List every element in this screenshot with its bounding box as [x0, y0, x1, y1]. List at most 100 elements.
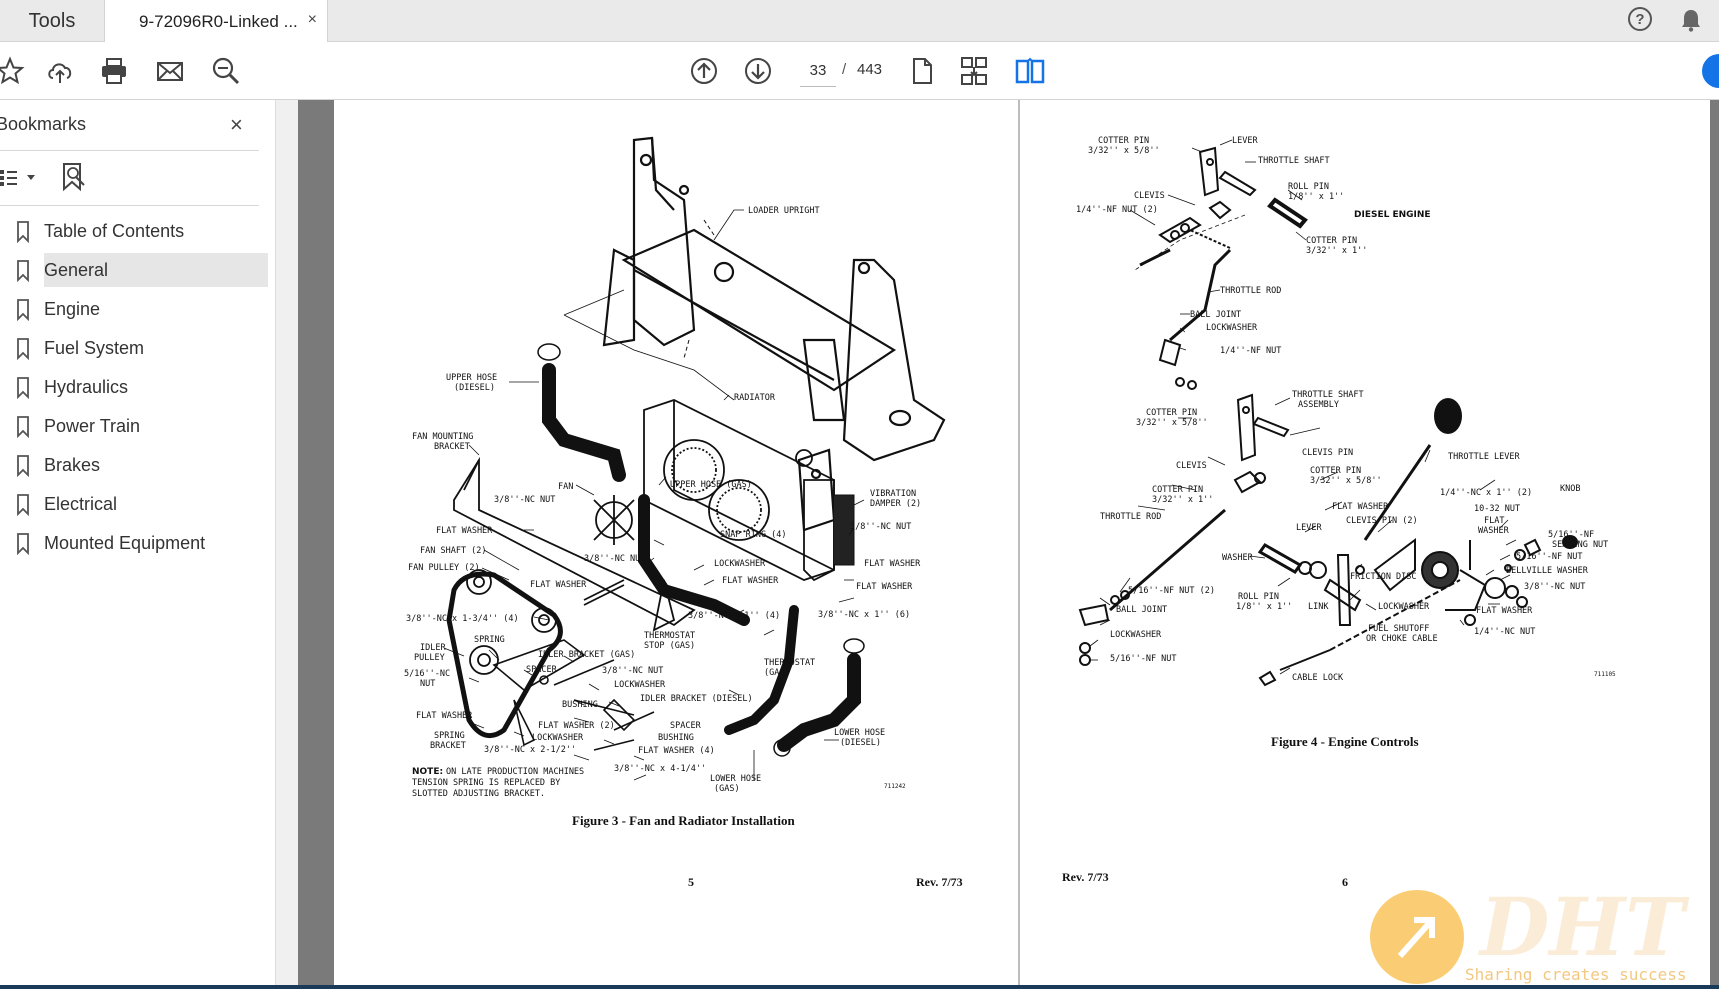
label: DAMPER (2) [870, 499, 921, 509]
label: 1/4''-NC x 1'' (2) [1440, 488, 1532, 498]
bookmark-label: Hydraulics [44, 377, 129, 397]
label: LOADER UPRIGHT [748, 206, 820, 216]
label: FLAT WASHER [1332, 502, 1389, 512]
print-icon[interactable] [98, 55, 130, 87]
knob-icon [1434, 398, 1462, 434]
label: 3/8''-NC NUT [850, 522, 911, 532]
label: FAN MOUNTING [412, 432, 473, 442]
label: IDLER BRACKET (GAS) [538, 650, 635, 660]
label: SPACER [526, 665, 558, 675]
page-number: 5 [688, 875, 694, 889]
label: FLAT WASHER [864, 559, 921, 569]
page-right: COTTER PIN 3/32'' x 5/8'' LEVER THROTTLE… [1020, 100, 1710, 989]
bookmark-item[interactable]: Table of Contents [0, 212, 275, 251]
figure-caption: Figure 3 - Fan and Radiator Installation [572, 813, 795, 828]
label: 3/32'' x 5/8'' [1136, 418, 1208, 428]
figure-id: 711242 [884, 783, 906, 790]
bookmark-item[interactable]: Hydraulics [0, 368, 275, 407]
close-panel-icon[interactable]: × [230, 112, 243, 137]
mail-icon[interactable] [154, 55, 186, 87]
bookmark-icon [17, 377, 29, 399]
bookmark-item[interactable]: Fuel System [0, 329, 275, 368]
label: 3/8''-NC NUT [1524, 582, 1585, 592]
bookmark-item[interactable]: General [0, 251, 275, 290]
help-icon[interactable]: ? [1628, 7, 1652, 31]
bookmark-label: Power Train [44, 416, 141, 436]
label: SPRING [474, 635, 505, 645]
label: 3/32'' x 1'' [1152, 495, 1213, 505]
label: FLAT WASHER [722, 576, 779, 586]
bookmark-label: Electrical [44, 494, 118, 514]
label: LOCKWASHER [1378, 602, 1430, 612]
label: FLAT WASHER [436, 526, 493, 536]
single-page-view-icon[interactable] [906, 55, 938, 87]
label: WASHER [1222, 553, 1254, 563]
two-page-view-icon[interactable] [1014, 55, 1046, 87]
label: BUSHING [658, 733, 694, 743]
bookmark-icon [17, 299, 29, 321]
label: IDLER [420, 643, 446, 653]
page-number-input[interactable]: 33 [800, 54, 836, 87]
tab-document[interactable]: 9-72096R0-Linked ... × [104, 0, 328, 43]
bookmark-item[interactable]: Engine [0, 290, 275, 329]
tab-tools[interactable]: Tools [28, 9, 76, 32]
label: (DIESEL) [840, 738, 881, 748]
label: 5/16''-NF NUT [1110, 654, 1177, 664]
tab-close-icon[interactable]: × [307, 11, 317, 28]
label: LOCKWASHER [714, 559, 766, 569]
label: 1/8'' x 1'' [1288, 192, 1344, 202]
bell-icon[interactable] [1680, 8, 1702, 32]
label: THROTTLE ROD [1100, 512, 1161, 522]
bookmark-label: Engine [44, 299, 101, 319]
scrolling-view-icon[interactable] [958, 55, 990, 87]
bookmark-item[interactable]: Electrical [0, 485, 275, 524]
star-icon[interactable] [0, 55, 26, 87]
note-text: SLOTTED ADJUSTING BRACKET. [412, 789, 545, 799]
upload-cloud-icon[interactable] [44, 55, 76, 87]
label: THERMOSTAT [764, 658, 815, 668]
label: UPPER HOSE (GAS) [670, 480, 752, 490]
label: NUT [420, 679, 435, 689]
label: STOP (GAS) [644, 641, 695, 651]
label: ASSEMBLY [1298, 400, 1339, 410]
bookmark-item[interactable]: Mounted Equipment [0, 524, 275, 563]
label: LOWER HOSE [710, 774, 761, 784]
options-list-icon[interactable] [0, 164, 40, 192]
bookmark-icon [17, 260, 29, 282]
page-total: 443 [857, 61, 883, 78]
label: FAN PULLEY (2) [408, 563, 480, 573]
label: THROTTLE SHAFT [1292, 390, 1364, 400]
label: 5/16''-NC [404, 669, 450, 679]
bookmark-label: Mounted Equipment [44, 533, 206, 553]
label: IDLER BRACKET (DIESEL) [640, 694, 753, 704]
label: (DIESEL) [454, 383, 495, 393]
note-text: TENSION SPRING IS REPLACED BY [412, 778, 560, 788]
bookmark-icon [17, 455, 29, 477]
label: 3/8''-NC x 4-1/4'' [614, 764, 706, 774]
label: 3/8''-NC x 1-3/4'' (4) [406, 614, 519, 624]
label: COTTER PIN [1152, 485, 1203, 495]
account-avatar[interactable] [1702, 54, 1719, 88]
label: WASHER [1478, 526, 1510, 536]
label: (GAS) [764, 668, 790, 678]
previous-page-icon[interactable] [688, 55, 720, 87]
bookmark-item[interactable]: Power Train [0, 407, 275, 446]
label: SPACER [670, 721, 702, 731]
bottom-strip [0, 985, 1719, 989]
label: CABLE LOCK [1292, 673, 1344, 683]
zoom-out-icon[interactable] [210, 55, 242, 87]
divider [0, 150, 259, 151]
label: FLAT WASHER [530, 580, 587, 590]
label: BRACKET [430, 741, 466, 751]
note-text: ON LATE PRODUCTION MACHINES [446, 767, 584, 777]
tab-bar: Tools 9-72096R0-Linked ... × ? [0, 0, 1719, 43]
label: THROTTLE SHAFT [1258, 156, 1330, 166]
watermark-text: Sharing creates success [1465, 965, 1687, 984]
bookmark-item[interactable]: Brakes [0, 446, 275, 485]
add-bookmark-icon[interactable] [60, 162, 88, 192]
bookmark-icon [17, 494, 29, 516]
bookmark-icon [17, 338, 29, 360]
label: LOCKWASHER [1206, 323, 1258, 333]
label: 3/32'' x 5/8'' [1088, 146, 1160, 156]
next-page-icon[interactable] [742, 55, 774, 87]
